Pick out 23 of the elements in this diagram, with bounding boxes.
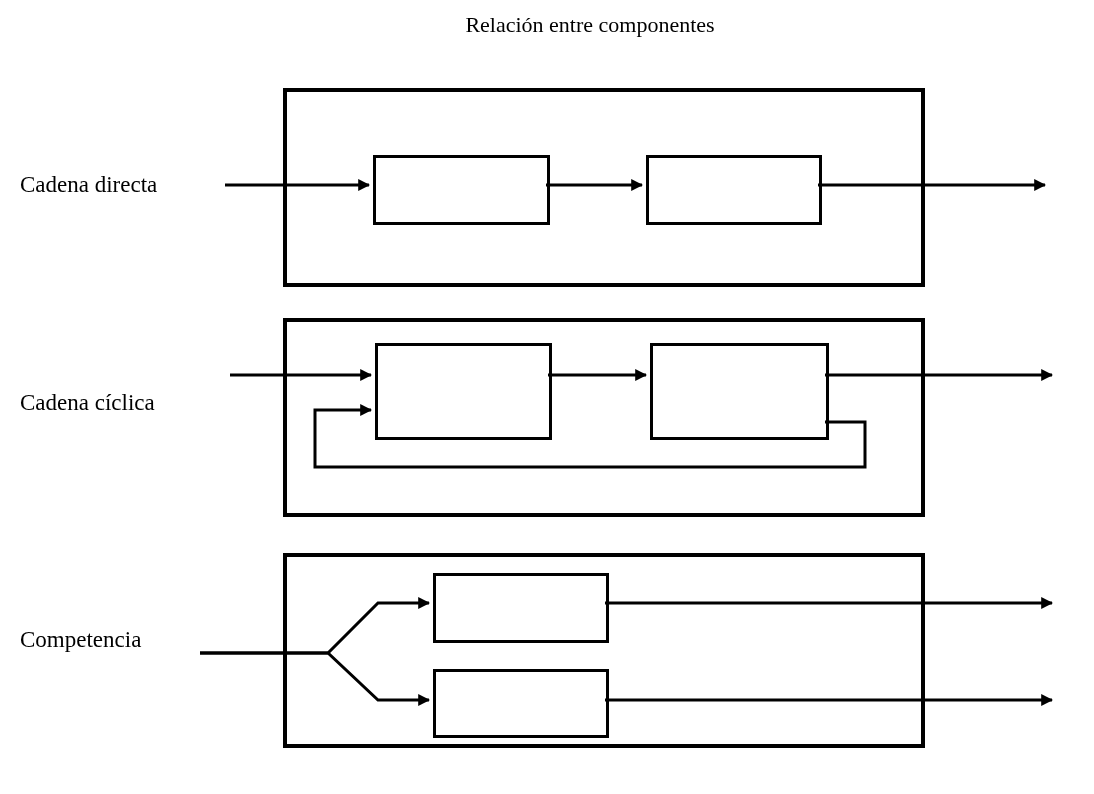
process-box bbox=[373, 155, 550, 225]
arrow bbox=[230, 369, 373, 381]
row-label: Competencia bbox=[20, 626, 143, 654]
panel-box bbox=[283, 553, 925, 748]
row-label: Cadena directa bbox=[20, 171, 159, 199]
arrow bbox=[818, 179, 1047, 191]
panel-box bbox=[283, 88, 925, 287]
arrow bbox=[825, 369, 1054, 381]
arrow bbox=[225, 179, 371, 191]
process-box bbox=[433, 573, 609, 643]
arrow bbox=[200, 651, 431, 706]
process-box bbox=[650, 343, 829, 440]
process-box bbox=[375, 343, 552, 440]
process-box bbox=[433, 669, 609, 738]
process-box bbox=[646, 155, 822, 225]
arrow bbox=[605, 597, 1054, 609]
arrow bbox=[313, 404, 867, 469]
arrow bbox=[548, 369, 648, 381]
arrow bbox=[605, 694, 1054, 706]
diagram-title: Relación entre componentes bbox=[464, 11, 716, 39]
panel-box bbox=[283, 318, 925, 517]
row-label: Cadena cíclica bbox=[20, 389, 155, 417]
arrow bbox=[546, 179, 644, 191]
